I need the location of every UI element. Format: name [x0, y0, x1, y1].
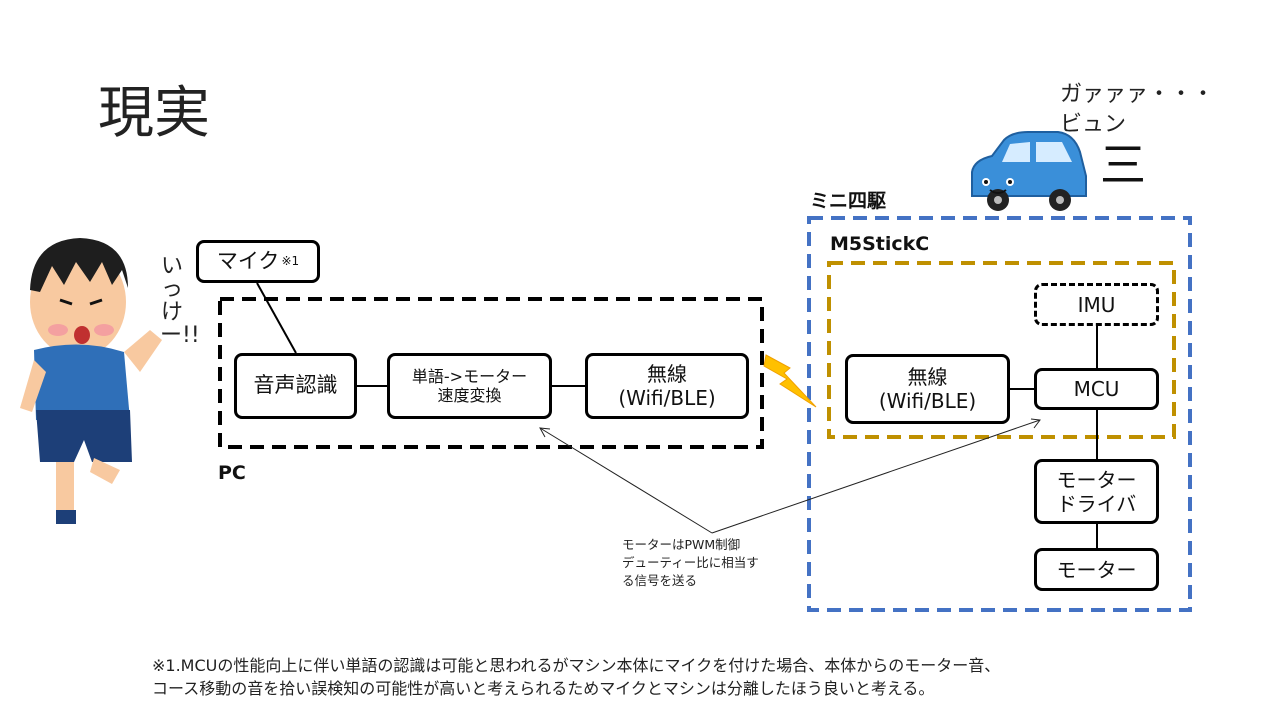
running-boy-icon [20, 238, 162, 524]
m5stick-group-label: M5StickC [830, 233, 930, 255]
shout-text: いっけー!! [160, 254, 200, 349]
mic-box: マイク※1 [196, 240, 320, 283]
pwm-annotation: モーターはPWM制御 デューティー比に相当す る信号を送る [622, 537, 759, 589]
pc-group-frame [218, 297, 764, 449]
speech-recognition-box: 音声認識 [234, 353, 357, 419]
mini4wd-group-frame [807, 216, 1192, 612]
mic-label: マイク [216, 248, 280, 273]
pc-group-label: PC [218, 462, 246, 484]
car-icon [971, 131, 1087, 211]
stick-wireless-box: 無線 (Wifi/BLE) [845, 354, 1010, 424]
mcu-box: MCU [1034, 368, 1159, 410]
annotation-line-to-speed [539, 427, 713, 534]
arrowhead-speed [539, 427, 551, 438]
m5stick-group-frame [827, 261, 1176, 439]
mic-footnote-mark: ※1 [281, 254, 300, 269]
speed-mark: 三 [1100, 138, 1146, 192]
mini4wd-group-label: ミニ四駆 [810, 190, 887, 212]
arrowhead-mcu [1030, 418, 1041, 429]
pc-wireless-box: 無線 (Wifi/BLE) [585, 353, 749, 419]
imu-box: IMU [1034, 283, 1159, 326]
motor-box: モーター [1034, 548, 1159, 591]
motor-driver-box: モーター ドライバ [1034, 459, 1159, 524]
car-sound-text: ガァァァ・・・ ビュン [1060, 82, 1215, 137]
page-title: 現実 [98, 81, 210, 146]
lightning-icon [763, 354, 817, 408]
footnote: ※1.MCUの性能向上に伴い単語の認識は可能と思われるがマシン本体にマイクを付け… [152, 656, 1001, 699]
connector-mic-speech [256, 282, 297, 354]
word-to-speed-box: 単語->モーター 速度変換 [387, 353, 552, 419]
annotation-line-to-mcu [711, 419, 1041, 534]
